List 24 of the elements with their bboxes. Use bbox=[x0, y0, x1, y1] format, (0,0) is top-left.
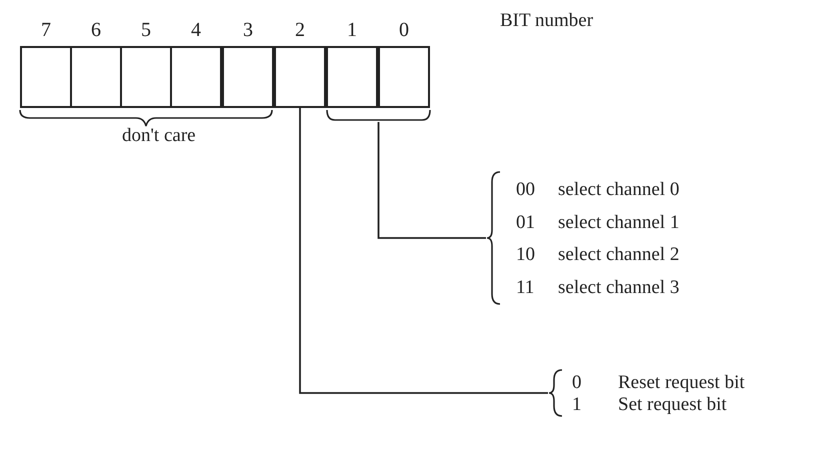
bit-code: 11 bbox=[516, 276, 534, 299]
code-meaning: select channel 3 bbox=[558, 276, 680, 299]
code-meaning: select channel 1 bbox=[558, 212, 680, 234]
bit-code: 00 bbox=[516, 179, 535, 202]
leader-line bbox=[378, 122, 486, 239]
bit-number: 2 bbox=[295, 20, 305, 40]
bit-code: 01 bbox=[516, 212, 535, 234]
code-meaning: Reset request bit bbox=[618, 372, 745, 394]
code-meaning: Set request bit bbox=[618, 394, 727, 416]
bit-number: 7 bbox=[41, 20, 51, 40]
code-meaning: select channel 2 bbox=[558, 244, 680, 266]
bit-number: 3 bbox=[243, 20, 253, 40]
caption-label: don't care bbox=[122, 125, 196, 147]
bit-number: 4 bbox=[191, 20, 201, 40]
bit-number: 5 bbox=[141, 20, 151, 40]
bit-number: 1 bbox=[347, 20, 357, 40]
bit-code: 10 bbox=[516, 244, 535, 266]
bit-number: 0 bbox=[399, 20, 409, 40]
bit-code: 0 bbox=[572, 372, 582, 394]
leader-line bbox=[299, 108, 548, 394]
bit-code: 1 bbox=[572, 394, 582, 416]
code-meaning: select channel 0 bbox=[558, 179, 680, 202]
bit-number: 6 bbox=[91, 20, 101, 40]
caption-label: BIT number bbox=[500, 10, 594, 32]
